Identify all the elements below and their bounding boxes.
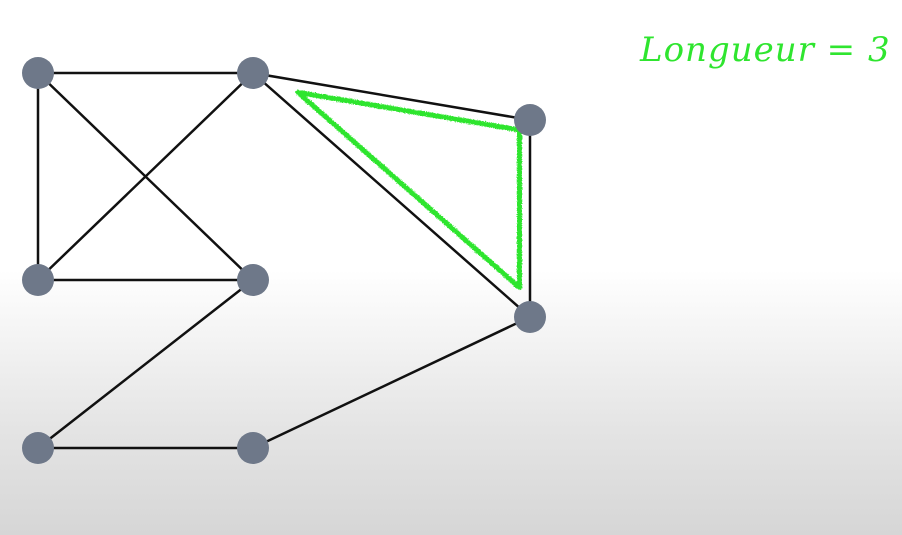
node-a (22, 57, 54, 89)
nodes (22, 57, 546, 464)
node-b (237, 57, 269, 89)
node-d (22, 264, 54, 296)
edge-e-f (36, 278, 255, 450)
node-f (22, 432, 54, 464)
edge-b-h (251, 71, 532, 319)
length-annotation: Longueur = 3 (640, 30, 891, 70)
node-c (514, 104, 546, 136)
highlighted-cycle (295, 89, 522, 291)
edge-b-c (251, 71, 532, 122)
node-h (514, 301, 546, 333)
node-e (237, 264, 269, 296)
edge-b-d (36, 71, 255, 282)
edges (36, 71, 532, 450)
highlight-layer (295, 89, 522, 291)
edge-g-h (251, 315, 532, 450)
node-g (237, 432, 269, 464)
